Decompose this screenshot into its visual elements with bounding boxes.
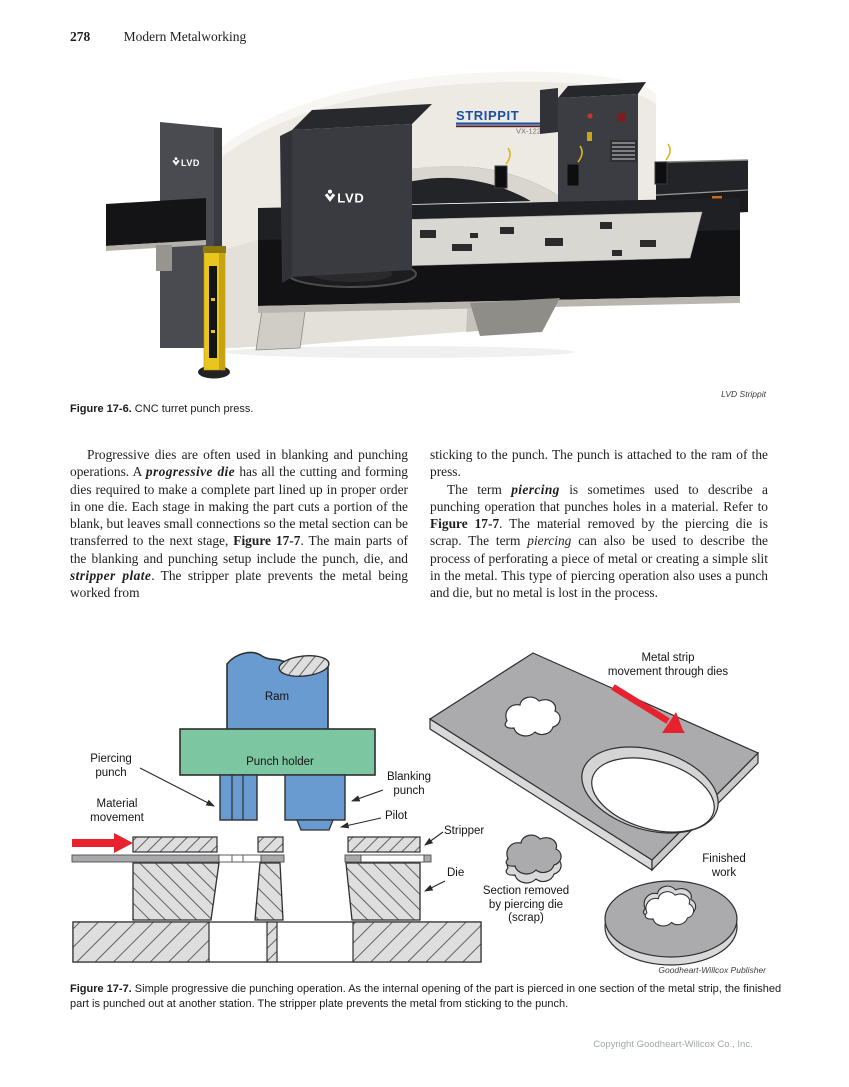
lvd-logo-head: LVD (324, 189, 364, 205)
running-title: Modern Metalworking (123, 29, 247, 44)
material-movement-arrow (72, 833, 133, 853)
label-pilot: Pilot (385, 810, 408, 822)
text-segment: . The material removed by the piercing d… (430, 516, 768, 549)
text-segment: piercing (527, 533, 572, 549)
label-metal-strip-movement: Metal strip movement through dies (607, 652, 729, 678)
label-material-movement: Material movement (90, 798, 144, 824)
blanking-punch-shape (284, 774, 346, 831)
label-blanking-punch: Blanking punch (386, 771, 432, 797)
pilot-shape (296, 819, 334, 831)
die-base-shape (72, 921, 482, 963)
strippit-wordmark: STRIPPIT (456, 108, 519, 123)
punch-holder-shape (179, 728, 376, 776)
yellow-label (587, 132, 592, 141)
text-segment: Figure 17-7 (233, 533, 301, 549)
ram-shape (226, 651, 330, 731)
label-section-removed: Section removed by piercing die (scrap) (482, 885, 570, 924)
svg-text:LVD: LVD (181, 158, 200, 168)
text-segment: . The stripper plate prevents the metal … (70, 567, 409, 600)
figure-17-7-caption-label: Figure 17-7. (70, 983, 132, 995)
punch-head: LVD (280, 104, 432, 288)
text-segment: . The main parts of the blanking and pun… (70, 533, 408, 566)
stripper-shape (132, 836, 421, 853)
model-number: VX-1225 (516, 127, 545, 136)
figure-17-7-credit: Goodheart-Willcox Publisher (658, 965, 766, 975)
light-curtain-post (198, 246, 230, 379)
label-ram: Ram (264, 691, 290, 703)
text-segment: sticking to the punch. The punch is atta… (430, 447, 768, 480)
metal-strip-plate (428, 652, 760, 872)
figure-17-6-caption-text: CNC turret punch press. (131, 403, 254, 415)
text-segment: Figure 17-7 (430, 516, 500, 531)
figure-17-6-photo: LVD STRIPPIT VX-1225 (100, 58, 770, 398)
left-table (106, 198, 206, 271)
leader-lines (139, 767, 446, 892)
article-column-right: sticking to the punch. The punch is atta… (430, 446, 768, 601)
die-shape (132, 862, 421, 921)
red-indicator (618, 113, 625, 122)
label-piercing-punch: Piercing punch (90, 753, 132, 779)
piercing-punch-shape (219, 774, 258, 821)
text-segment: The term (447, 481, 512, 497)
figure-17-6-caption-label: Figure 17-6. (70, 403, 132, 415)
scrap-piece (505, 834, 562, 884)
vent-grille (610, 140, 637, 162)
text-segment: Progressive dies are often used in blank… (70, 447, 408, 480)
figure-17-7-diagram: Ram Punch holder Piercing punch Material… (60, 640, 780, 980)
text-segment: progressive die (145, 464, 236, 480)
copyright-footer: Copyright Goodheart-Willcox Co., Inc. (593, 1039, 753, 1050)
strip-movement-arrow (611, 684, 685, 733)
metal-sheet (385, 211, 703, 267)
text-segment: piercing (511, 481, 560, 497)
figure-17-6-caption: Figure 17-6. CNC turret punch press. (70, 402, 784, 417)
text-segment: is sometimes used to describe a punching… (430, 481, 769, 514)
running-head: 278 Modern Metalworking (70, 29, 780, 45)
label-stripper: Stripper (444, 825, 485, 837)
sheet-clamps (494, 143, 671, 189)
figure-17-6-credit: LVD Strippit (721, 389, 766, 399)
punch-press-illustration: LVD STRIPPIT VX-1225 (106, 71, 749, 379)
red-button (587, 113, 593, 119)
label-finished-work: Finished work (702, 853, 746, 879)
text-segment: has all the cutting and forming dies req… (70, 464, 408, 549)
figure-17-7-caption: Figure 17-7. Simple progressive die punc… (70, 982, 784, 1011)
progressive-die-illustration (71, 651, 760, 966)
figure-17-7-caption-text: Simple progressive die punching operatio… (70, 983, 782, 1010)
article-column-left: Progressive dies are often used in blank… (70, 446, 408, 601)
finished-work-piece (604, 880, 738, 966)
lvd-logo-side: LVD (172, 157, 199, 168)
text-segment: can also be used to describe the process… (430, 533, 769, 600)
label-punch-holder: Punch holder (246, 756, 314, 768)
text-segment: stripper plate (70, 567, 152, 583)
page-number: 278 (70, 29, 91, 44)
strip-shape (71, 854, 432, 863)
label-die: Die (447, 867, 465, 879)
svg-text:LVD: LVD (337, 190, 364, 205)
